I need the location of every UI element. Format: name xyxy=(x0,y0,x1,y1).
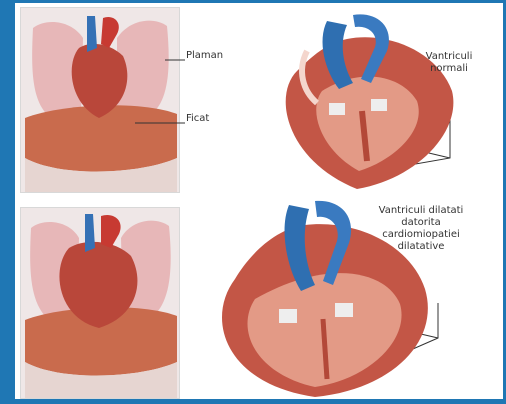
lung-label: Plaman xyxy=(186,50,223,61)
dilated-ventricles-label-line3: cardiomiopatiei xyxy=(361,229,481,241)
dilated-ventricles-label: Vantriculi dilatati datorita cardiomiopa… xyxy=(361,205,481,253)
valve-left xyxy=(279,309,297,323)
normal-heart-section xyxy=(267,11,467,191)
normal-ventricles-label: Vantriculi normali xyxy=(409,51,489,75)
dilated-ventricles-label-line1: Vantriculi dilatati xyxy=(361,205,481,217)
valve-right xyxy=(371,99,387,111)
dilated-ventricles-label-line2: datorita xyxy=(361,217,481,229)
illustration-frame: Plaman Ficat Vantriculi normali Vantricu… xyxy=(15,3,503,399)
liver-label: Ficat xyxy=(186,113,209,124)
normal-ventricles-label-line1: Vantriculi xyxy=(409,51,489,63)
normal-ventricles-label-line2: normali xyxy=(409,63,489,75)
dilated-ventricles-label-line4: dilatative xyxy=(361,241,481,253)
valve-left xyxy=(329,103,345,115)
valve-right xyxy=(335,303,353,317)
